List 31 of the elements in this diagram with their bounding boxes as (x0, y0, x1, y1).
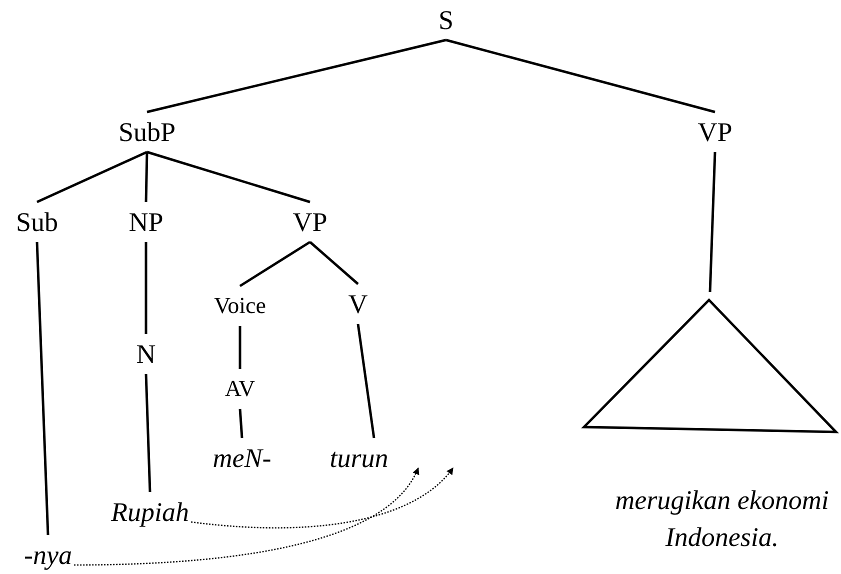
tree-branch (144, 374, 152, 492)
tree-branch (309, 241, 359, 285)
phrase-text: merugikan ekonomi Indonesia. (614, 484, 830, 554)
node-label: S (438, 4, 454, 36)
node-label: AV (224, 375, 256, 403)
node-label: -nya (24, 539, 72, 571)
tree-branch (238, 408, 244, 438)
node-label: turun (330, 442, 388, 474)
node-label: VP (292, 206, 328, 238)
node-label: NP (128, 206, 164, 238)
tree-branch (36, 150, 148, 204)
tree-branch (146, 38, 446, 114)
dotted-arrow (190, 467, 454, 528)
tree-branch (36, 242, 50, 536)
node-label: VP (698, 116, 732, 148)
tree-branch (239, 240, 311, 288)
tree-branch (708, 152, 716, 292)
node-label: Sub (16, 206, 58, 238)
tree-branch (144, 242, 148, 334)
dotted-arrow (74, 467, 419, 566)
tree-branch (146, 150, 310, 204)
node-label: meN- (212, 442, 272, 474)
tree-branch (144, 152, 148, 202)
node-label: Voice (214, 292, 266, 320)
node-label: SubP (118, 116, 176, 148)
node-label: Rupiah (111, 496, 189, 528)
tree-branch (238, 326, 242, 369)
node-label: N (136, 338, 156, 370)
tree-branch (356, 324, 376, 438)
node-label: V (348, 288, 368, 320)
tree-branch (446, 38, 716, 114)
